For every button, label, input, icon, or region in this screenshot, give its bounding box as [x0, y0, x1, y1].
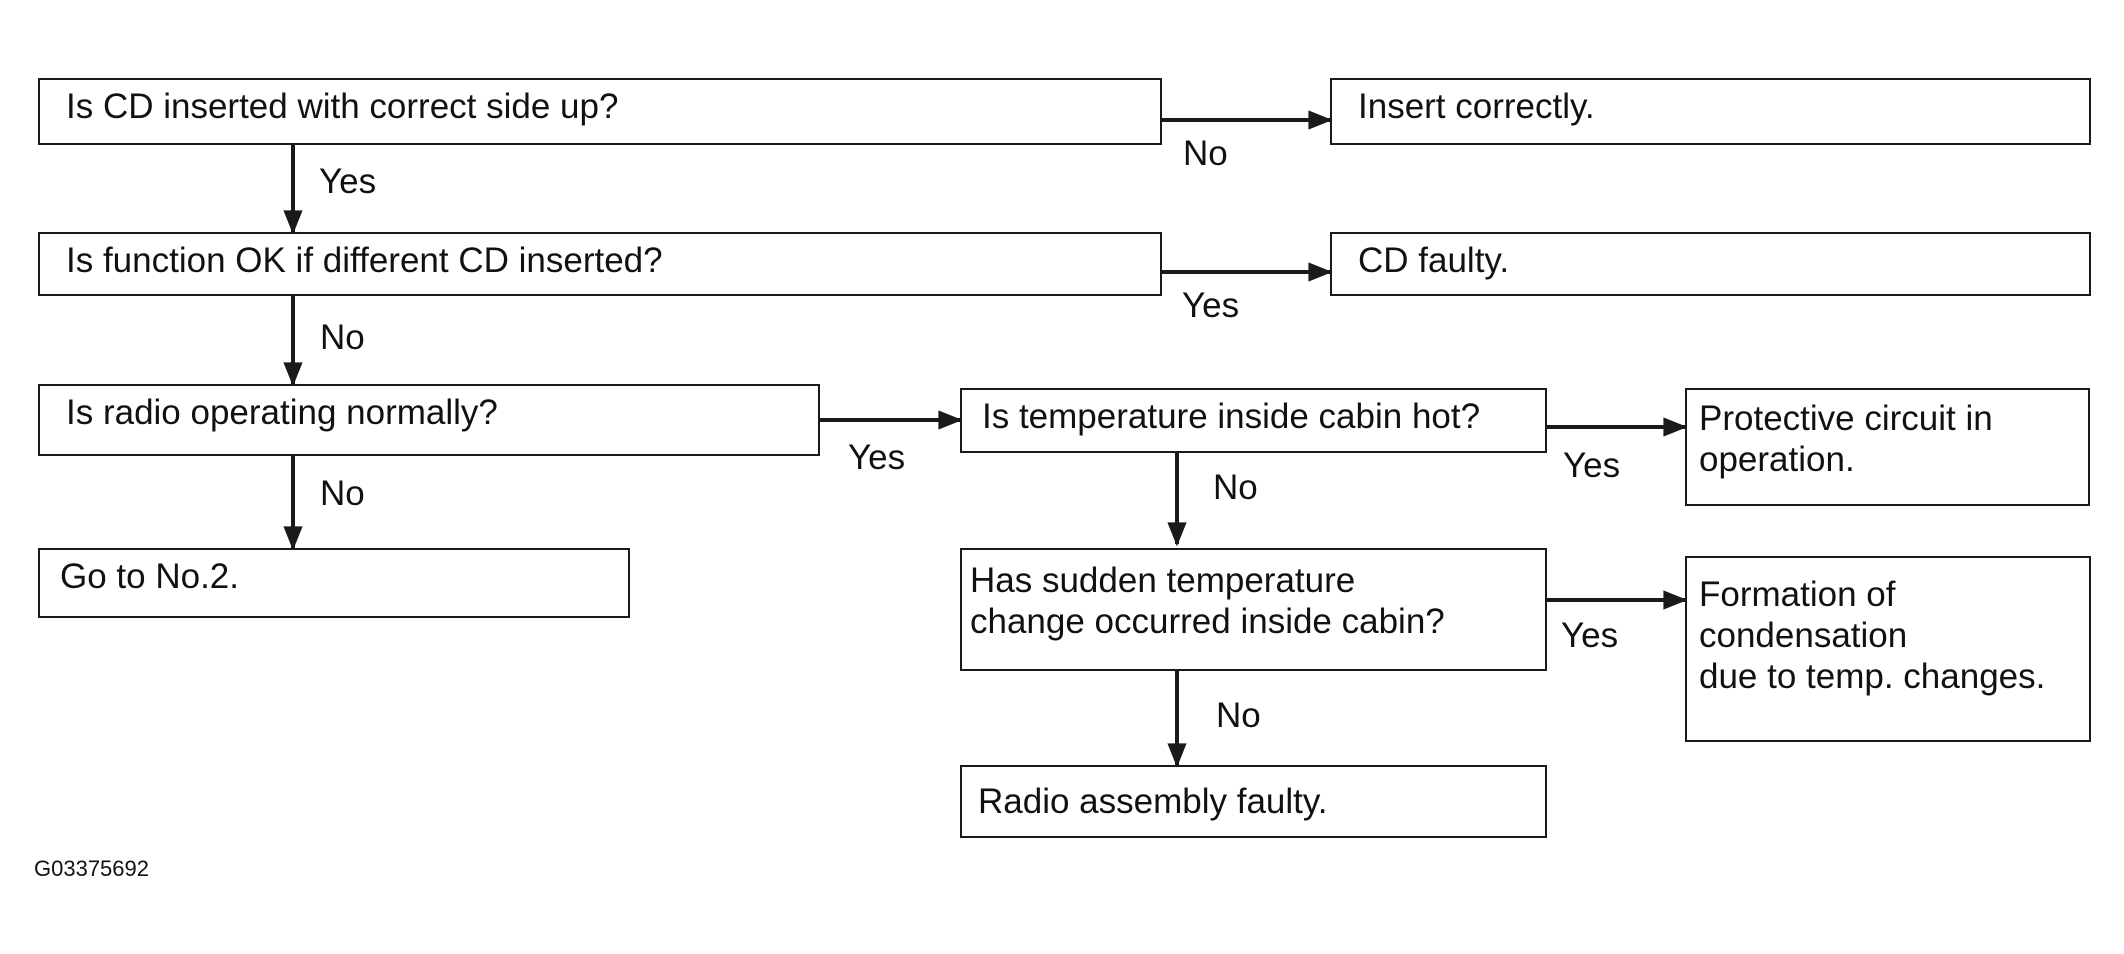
node-different-cd-question: Is function OK if different CD inserted? — [38, 232, 1162, 296]
label-sudden-yes: Yes — [1561, 616, 1619, 655]
figure-code: G03375692 — [34, 856, 149, 881]
node-cd-side-question: Is CD inserted with correct side up? — [38, 78, 1162, 145]
label-diff-no: No — [320, 318, 365, 357]
label-side-no: No — [1183, 134, 1228, 173]
node-insert-correctly: Insert correctly. — [1330, 78, 2091, 145]
label-radio-no: No — [320, 474, 365, 513]
node-radio-assembly-faulty: Radio assembly faulty. — [960, 765, 1547, 838]
node-sudden-change-question: Has sudden temperature change occurred i… — [960, 548, 1547, 671]
label-diff-yes: Yes — [1182, 286, 1240, 325]
label-sudden-no: No — [1216, 696, 1261, 735]
label-hot-yes: Yes — [1563, 446, 1621, 485]
label-hot-no: No — [1213, 468, 1258, 507]
node-cd-faulty: CD faulty. — [1330, 232, 2091, 296]
label-radio-yes: Yes — [848, 438, 906, 477]
label-side-yes: Yes — [319, 162, 377, 201]
node-go-to-no2: Go to No.2. — [38, 548, 630, 618]
node-temperature-hot-question: Is temperature inside cabin hot? — [960, 388, 1547, 453]
node-protective-circuit: Protective circuit in operation. — [1685, 388, 2090, 506]
node-radio-question: Is radio operating normally? — [38, 384, 820, 456]
node-condensation: Formation of condensation due to temp. c… — [1685, 556, 2091, 742]
